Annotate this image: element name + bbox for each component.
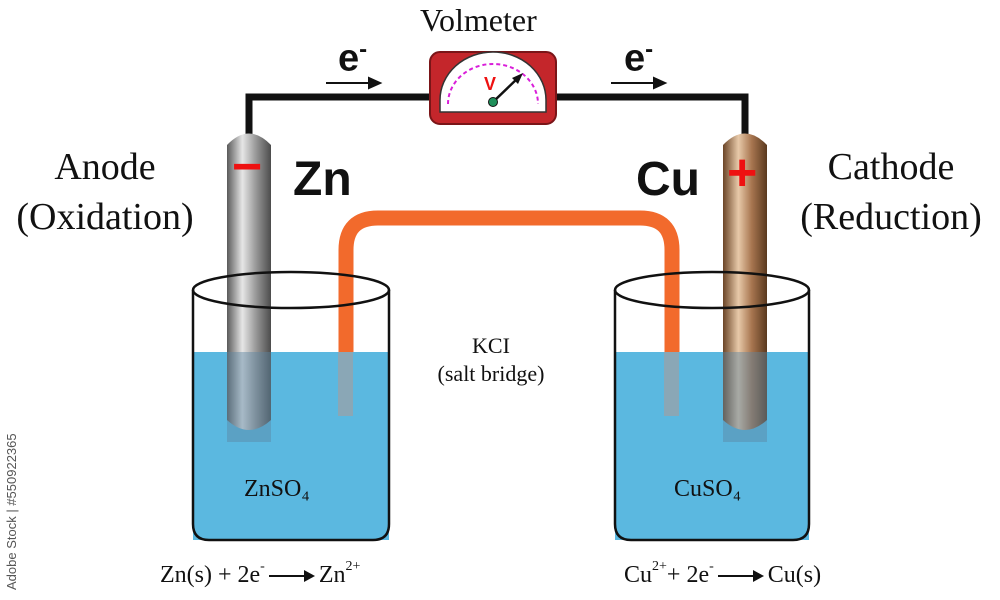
cathode-label-line1: Cathode bbox=[827, 146, 955, 188]
voltmeter-symbol: V bbox=[484, 74, 496, 94]
left-bridge-submerged bbox=[338, 352, 353, 416]
salt-bridge bbox=[338, 210, 680, 416]
external-wire bbox=[245, 93, 749, 150]
zinc-label: Zn bbox=[293, 153, 352, 206]
anode-label-line1: Anode bbox=[54, 146, 156, 188]
anode-label: Anode (Oxidation) bbox=[0, 142, 210, 242]
cathode-label: Cathode (Reduction) bbox=[782, 142, 1000, 242]
cathode-sign: + bbox=[727, 144, 757, 202]
voltmeter-scale bbox=[447, 63, 539, 105]
zinc-electrode bbox=[227, 133, 271, 442]
stock-watermark: Adobe Stock | #550922365 bbox=[4, 433, 19, 590]
salt-bridge-label: KCI (salt bridge) bbox=[405, 332, 577, 388]
anode-sign: − bbox=[232, 138, 262, 196]
left-beaker-rim bbox=[191, 270, 391, 310]
left-solution-label: ZnSO₄ bbox=[244, 476, 310, 502]
cathode-label-line2: (Reduction) bbox=[800, 196, 982, 238]
anode-label-line2: (Oxidation) bbox=[16, 196, 194, 238]
electron-label-left: e- bbox=[338, 36, 368, 80]
electron-arrow-right bbox=[611, 76, 668, 90]
reaction-arrow-icon bbox=[717, 562, 764, 582]
electron-label-right: e- bbox=[624, 36, 654, 80]
copper-label: Cu bbox=[636, 153, 700, 206]
copper-electrode bbox=[723, 133, 767, 442]
reaction-arrow-icon bbox=[268, 562, 315, 582]
right-solution-label: CuSO₄ bbox=[674, 476, 742, 502]
right-beaker-rim bbox=[613, 270, 811, 310]
voltmeter: V bbox=[429, 51, 557, 125]
right-solution bbox=[615, 352, 809, 540]
voltmeter-label: Volmeter bbox=[420, 2, 537, 38]
salt-bridge-label-line1: KCI bbox=[472, 333, 510, 358]
left-beaker bbox=[191, 290, 391, 542]
electron-arrow-left bbox=[326, 76, 383, 90]
salt-bridge-label-line2: (salt bridge) bbox=[437, 361, 545, 386]
right-beaker bbox=[613, 290, 811, 542]
right-bridge-submerged bbox=[664, 352, 679, 416]
left-solution bbox=[193, 352, 389, 540]
